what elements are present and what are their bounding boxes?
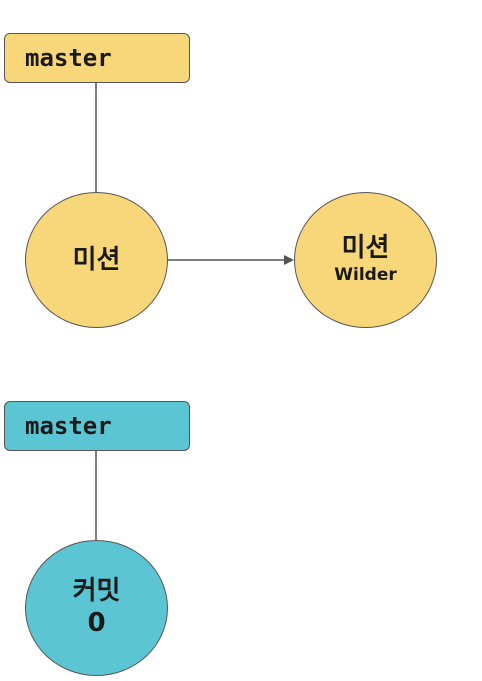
top-master-branch-label: master bbox=[4, 33, 190, 83]
top-commit-right: 미션 Wilder bbox=[294, 192, 437, 328]
top-commit-right-label: 미션 bbox=[341, 233, 390, 263]
top-branch-text: master bbox=[25, 44, 112, 72]
bottom-commit: 커밋 0 bbox=[25, 540, 168, 676]
top-commit-left: 미션 bbox=[25, 192, 168, 328]
bottom-branch-text: master bbox=[25, 412, 112, 440]
top-commit-right-author: Wilder bbox=[334, 265, 397, 285]
bottom-commit-label: 커밋 bbox=[72, 576, 121, 606]
top-commit-left-label: 미션 bbox=[72, 245, 121, 275]
bottom-master-branch-label: master bbox=[4, 401, 190, 451]
bottom-commit-number: 0 bbox=[87, 608, 106, 638]
